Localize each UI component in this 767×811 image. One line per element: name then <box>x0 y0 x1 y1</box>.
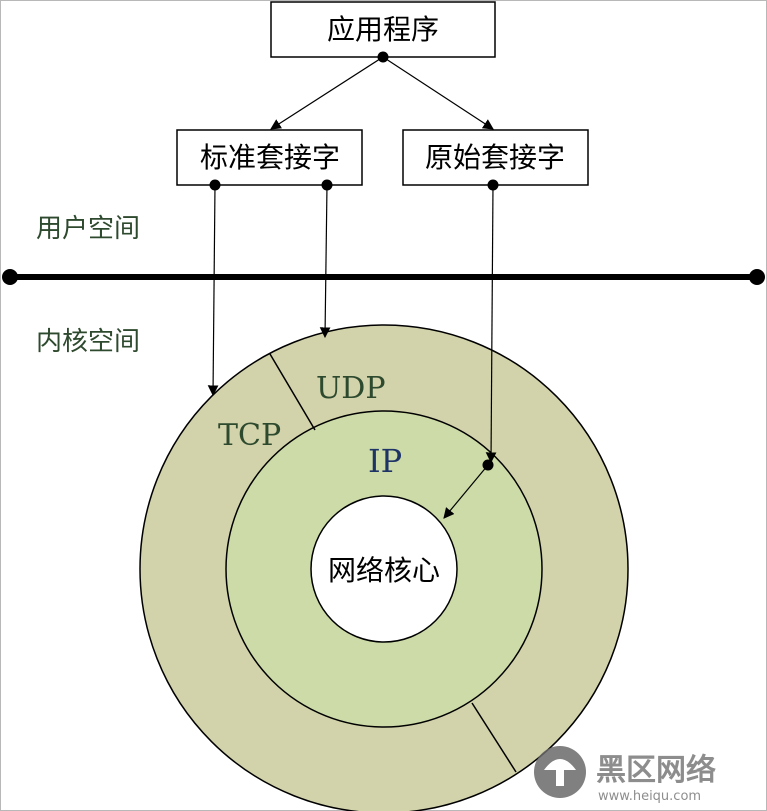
standard-to-udp-arrow <box>319 184 331 339</box>
app-to-standard-arrow <box>270 56 384 130</box>
app-to-raw-arrow <box>382 56 494 130</box>
standard-to-tcp-arrow <box>207 184 219 397</box>
tcp-udp-divider-top <box>269 353 316 431</box>
tcp-udp-divider-bottom <box>471 702 517 773</box>
boundary-left-dot <box>2 269 18 285</box>
watermark-name: 黑区网络 <box>596 753 716 788</box>
inner-core-circle <box>310 495 458 643</box>
boundary-right-dot <box>749 269 765 285</box>
network-core-label: 网络核心 <box>328 554 440 587</box>
standard-socket-box <box>176 129 363 186</box>
raw-socket-box <box>402 129 589 186</box>
ip-to-core-arrow <box>443 464 489 519</box>
application-box <box>270 1 496 58</box>
ip-label: IP <box>368 442 402 480</box>
raw-to-ip-arrow <box>485 184 497 464</box>
standard-socket-label: 标准套接字 <box>200 141 340 174</box>
watermark: 黑区网络 www.heiqu.com <box>534 746 716 804</box>
watermark-mushroom-shape <box>544 759 576 786</box>
kernel-space-label: 内核空间 <box>36 327 140 357</box>
user-space-label: 用户空间 <box>36 214 140 244</box>
udp-label: UDP <box>316 371 386 406</box>
tcp-label: TCP <box>218 418 281 453</box>
watermark-url: www.heiqu.com <box>598 789 701 804</box>
application-label: 应用程序 <box>327 13 439 46</box>
raw-socket-label: 原始套接字 <box>425 141 565 174</box>
